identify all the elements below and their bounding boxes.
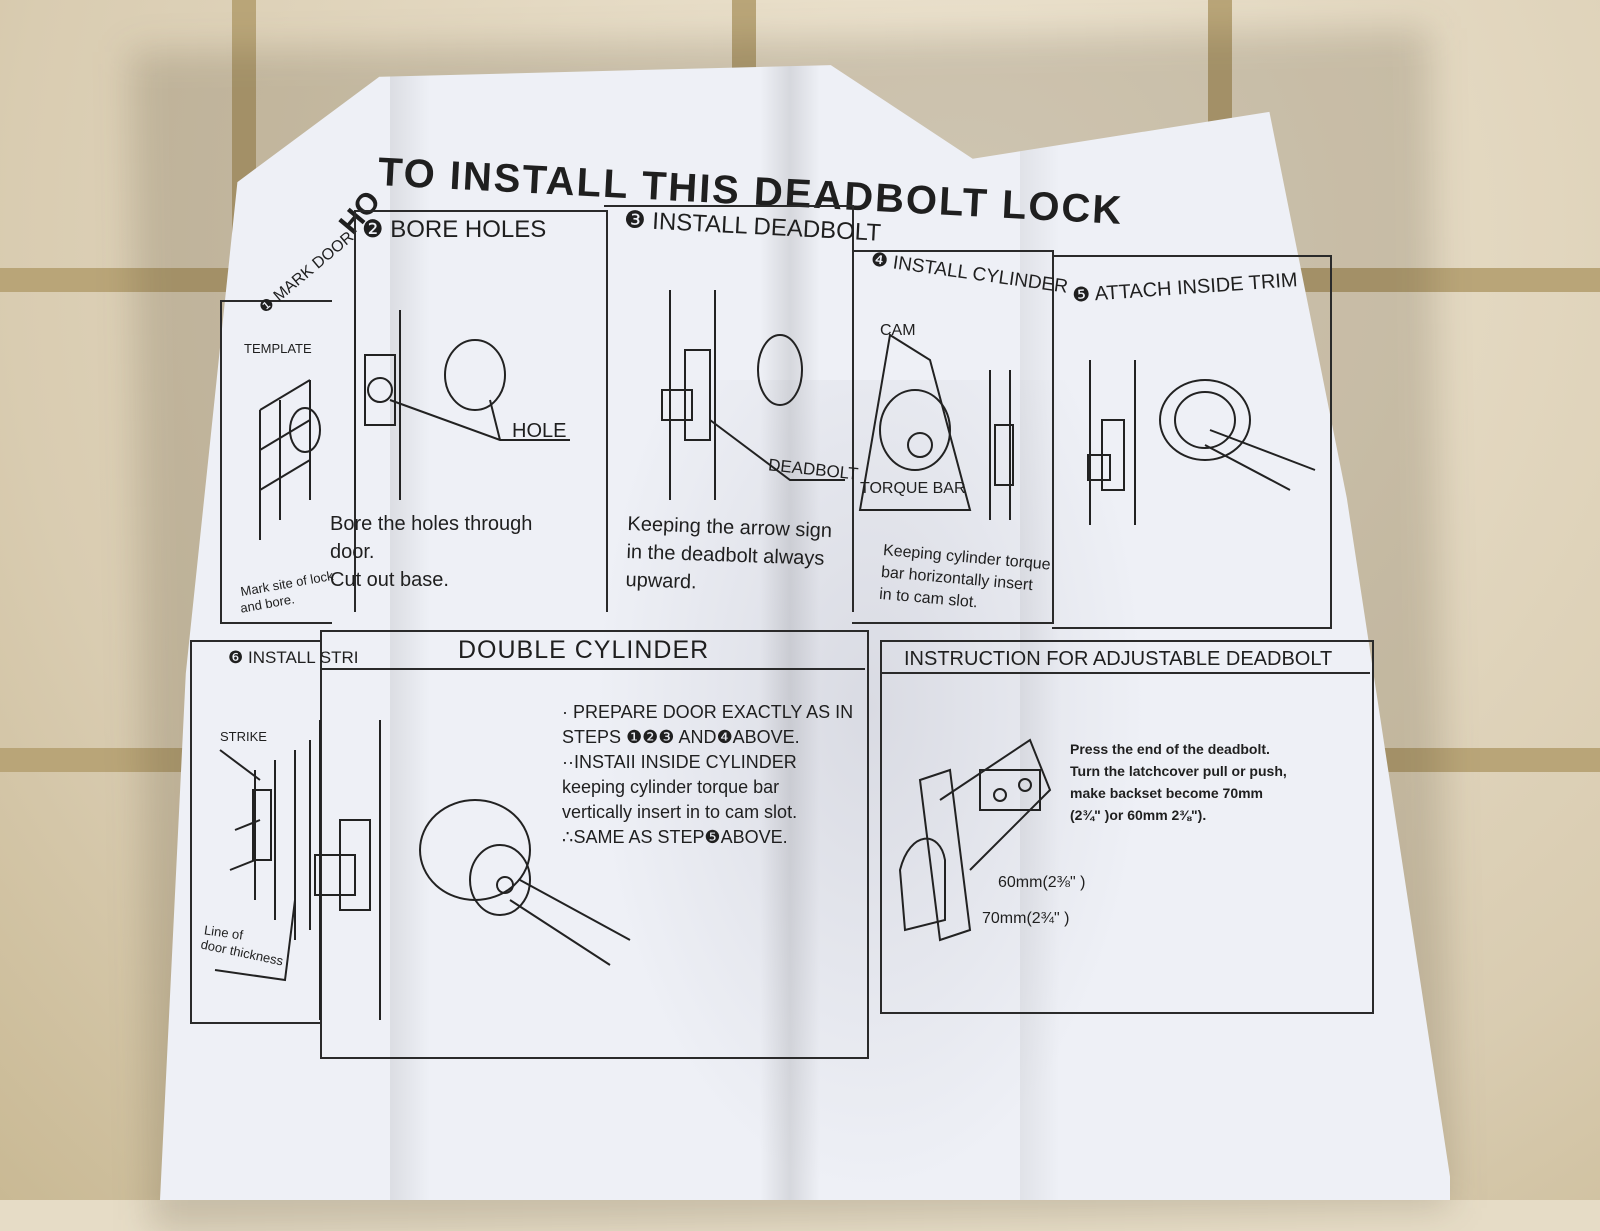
double-text-2: STEPS ❶❷❸ AND❹ABOVE.	[562, 727, 800, 747]
strike-label: STRIKE	[220, 729, 267, 744]
step4-cylinder-illustration	[858, 333, 1014, 520]
step2-number-icon: ❷	[362, 216, 384, 243]
double-text-5: vertically insert in to cam slot.	[562, 802, 798, 822]
step6-heading: INSTALL STRI	[247, 648, 359, 667]
fold-crease-2	[760, 65, 820, 1200]
double-header-rule	[320, 668, 865, 670]
hole-label: HOLE	[512, 420, 567, 442]
step3-panel	[604, 205, 854, 612]
hand-shadow	[590, 380, 1150, 1200]
step1-panel	[220, 300, 332, 624]
double-text-4: keeping cylinder torque bar	[562, 777, 780, 797]
step3-deadbolt-illustration	[661, 290, 845, 500]
adjustable-text-4: (2¾" )or 60mm 2⅜").	[1070, 807, 1207, 823]
adjustable-deadbolt-panel	[880, 640, 1374, 1014]
adjustable-header-rule	[880, 672, 1370, 674]
double-text-6: ∴SAME AS STEP❺ABOVE.	[562, 827, 788, 847]
step2-door-illustration	[354, 310, 570, 500]
backset-60-label: 60mm(2⅜" )	[998, 874, 1086, 891]
step5-trim-illustration	[1087, 360, 1316, 525]
fold-crease-1	[390, 65, 430, 1200]
double-text-1: · PREPARE DOOR EXACTLY AS IN	[562, 702, 854, 722]
cam-label: CAM	[880, 322, 916, 339]
double-cylinder-heading: DOUBLE CYLINDER	[458, 636, 710, 664]
step1-door-illustration	[259, 379, 321, 540]
adjustable-heading: INSTRUCTION FOR ADJUSTABLE DEADBOLT	[904, 648, 1333, 670]
step2-text-1: Bore the holes through	[330, 513, 533, 535]
adjustable-text-3: make backset become 70mm	[1070, 785, 1263, 801]
step6-panel	[190, 640, 322, 1024]
step4-panel	[852, 250, 1054, 624]
step2-text-2: door.	[330, 541, 375, 563]
step2-text-3: Cut out base.	[330, 569, 449, 591]
torque-bar-label: TORQUE BAR	[860, 480, 966, 497]
instruction-leaflet	[160, 65, 1450, 1200]
step5-number-icon: ❺	[1071, 283, 1091, 307]
step5-panel	[1052, 255, 1332, 629]
step2-heading: BORE HOLES	[390, 216, 547, 243]
adjustable-text-2: Turn the latchcover pull or push,	[1070, 763, 1287, 779]
step3-number-icon: ❸	[623, 206, 647, 235]
backset-70-label: 70mm(2¾" )	[982, 910, 1070, 927]
step6-strike-illustration	[214, 740, 311, 982]
double-cylinder-illustration	[314, 720, 631, 1020]
adjustable-latch-illustration	[898, 738, 1052, 942]
step6-number-icon: ❻	[228, 648, 244, 667]
template-label: TEMPLATE	[244, 341, 312, 356]
double-text-3: ··INSTAII INSIDE CYLINDER	[562, 752, 797, 772]
step4-number-icon: ❹	[869, 249, 890, 273]
adjustable-text-1: Press the end of the deadbolt.	[1070, 741, 1270, 757]
